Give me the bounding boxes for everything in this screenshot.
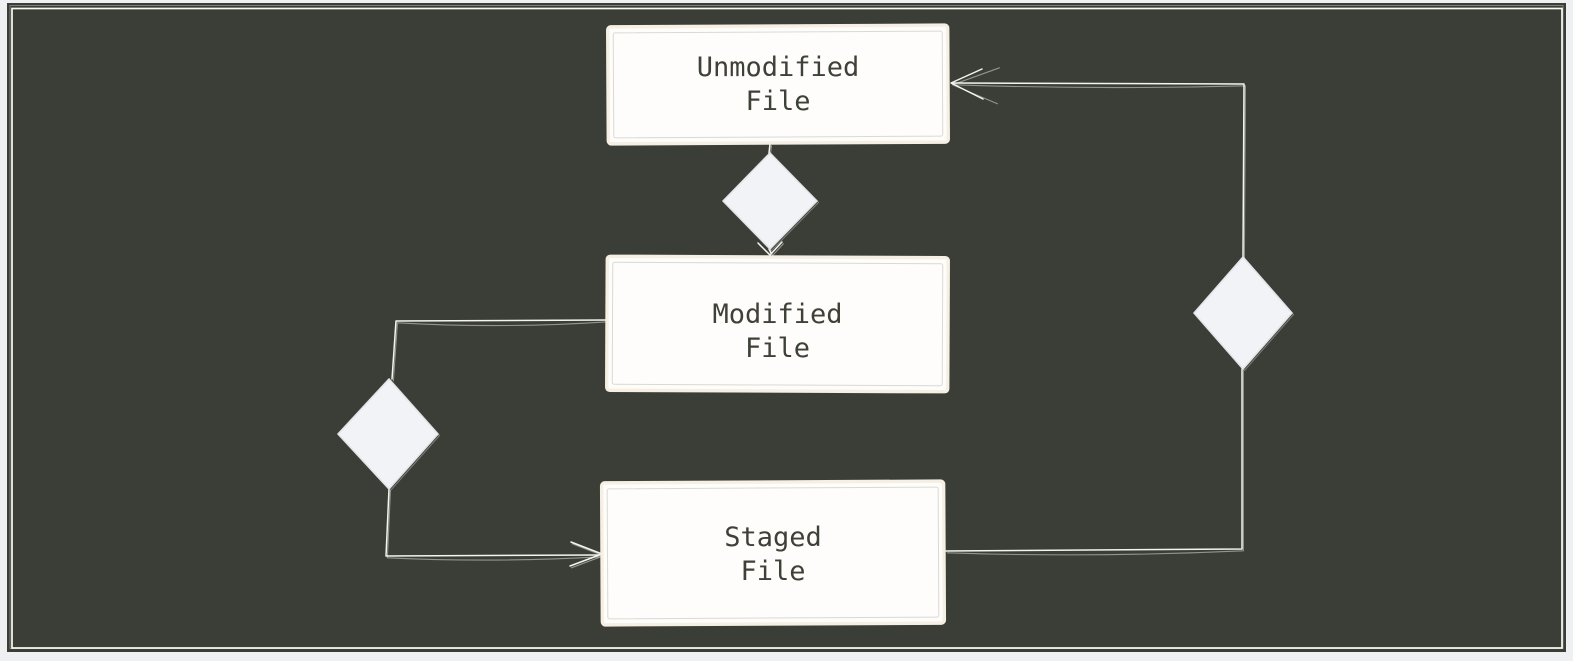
edge-modified-to-staged — [385, 319, 608, 557]
node-modified-file — [605, 254, 950, 394]
arrowhead-into-modified-icon — [757, 241, 783, 256]
node-box-staged — [599, 479, 947, 627]
node-box-unmodified — [606, 23, 950, 146]
node-box-modified-inner-line — [611, 261, 944, 387]
node-box-unmodified-inner-line — [612, 30, 944, 139]
edge-staged-to-unmodified — [946, 84, 1246, 556]
edge-modified-to-staged — [386, 321, 609, 561]
diamond-markers — [337, 152, 1294, 491]
panel-border — [11, 7, 1563, 649]
diamond-marker-left — [337, 378, 439, 490]
node-unmodified-file — [606, 23, 950, 146]
node-staged-file — [599, 479, 947, 627]
edge-staged-to-unmodified — [945, 82, 1245, 552]
node-box-modified — [605, 254, 950, 394]
diamond-marker-top — [722, 152, 818, 250]
arrowhead-into-unmodified-icon — [950, 68, 984, 100]
diamond-marker-right — [1193, 256, 1293, 370]
edge-unmodified-to-modified — [768, 143, 772, 254]
arrowhead-into-unmodified-icon — [951, 67, 1000, 105]
node-box-staged-inner-line — [606, 486, 940, 620]
